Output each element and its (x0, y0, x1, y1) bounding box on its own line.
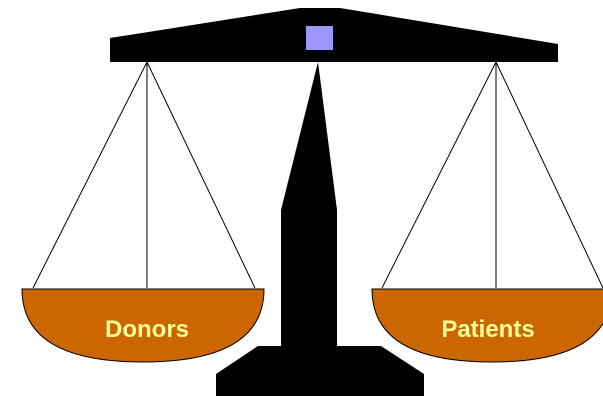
scale-column (281, 62, 337, 346)
scale-base (216, 346, 424, 396)
left-pan-strings (33, 62, 255, 288)
right-pan-strings (382, 62, 603, 288)
right-pan-label: Patients (441, 316, 534, 343)
scale-beam (110, 8, 558, 62)
pivot-square (306, 26, 333, 50)
left-pan-label: Donors (105, 316, 189, 343)
